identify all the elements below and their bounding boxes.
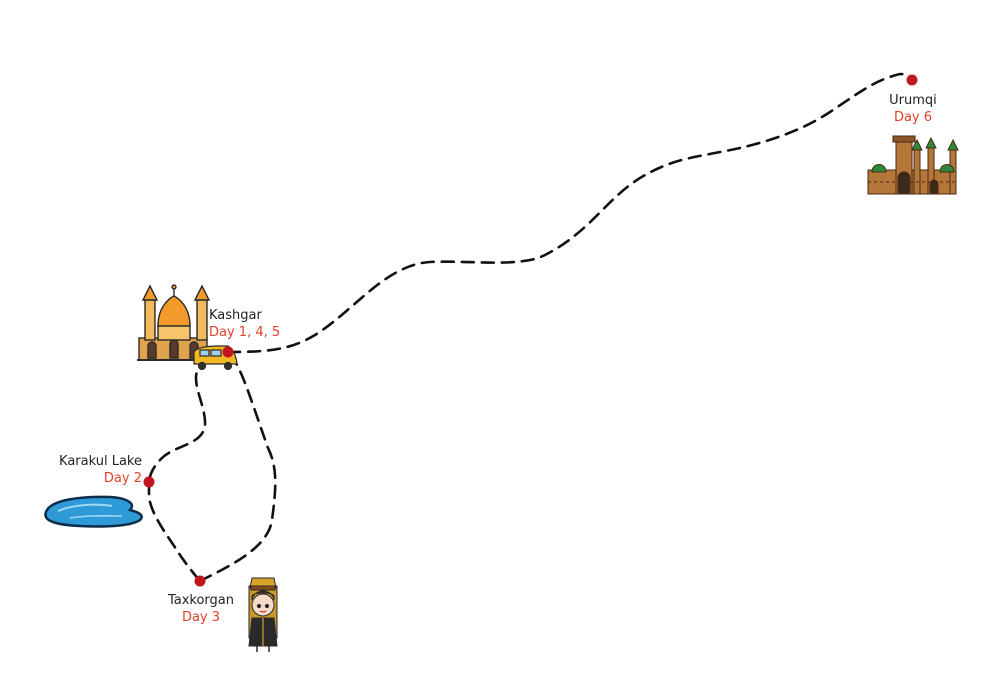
marker-taxkorgan[interactable] [194, 575, 206, 587]
stop-name-urumqi: Urumqi [889, 93, 937, 108]
stop-name-taxkorgan: Taxkorgan [167, 593, 235, 608]
stop-days-urumqi: Day 6 [893, 110, 933, 125]
stop-days-taxkorgan: Day 3 [181, 610, 221, 625]
stop-name-karakul: Karakul Lake [59, 454, 142, 469]
route-karakul-taxkorgan [147, 480, 202, 583]
tajik-girl-icon [248, 577, 278, 652]
lake-icon [44, 495, 143, 528]
label-urumqi: Urumqi Day 6 [872, 92, 954, 126]
stop-days-kashgar: Day 1, 4, 5 [209, 325, 281, 340]
route-kashgar-urumqi [226, 72, 914, 354]
route-kashgar-karakul [147, 350, 230, 484]
marker-karakul[interactable] [143, 476, 155, 488]
marker-urumqi[interactable] [906, 74, 918, 86]
stop-name-kashgar: Kashgar [209, 308, 262, 323]
stop-days-karakul: Day 2 [103, 471, 142, 486]
label-taxkorgan: Taxkorgan Day 3 [160, 592, 242, 626]
route-taxkorgan-kashgar [198, 350, 277, 583]
label-karakul: Karakul Lake Day 2 [59, 453, 142, 487]
marker-kashgar[interactable] [222, 346, 234, 358]
bazaar-tower-icon [867, 135, 959, 195]
label-kashgar: Kashgar Day 1, 4, 5 [209, 307, 280, 341]
